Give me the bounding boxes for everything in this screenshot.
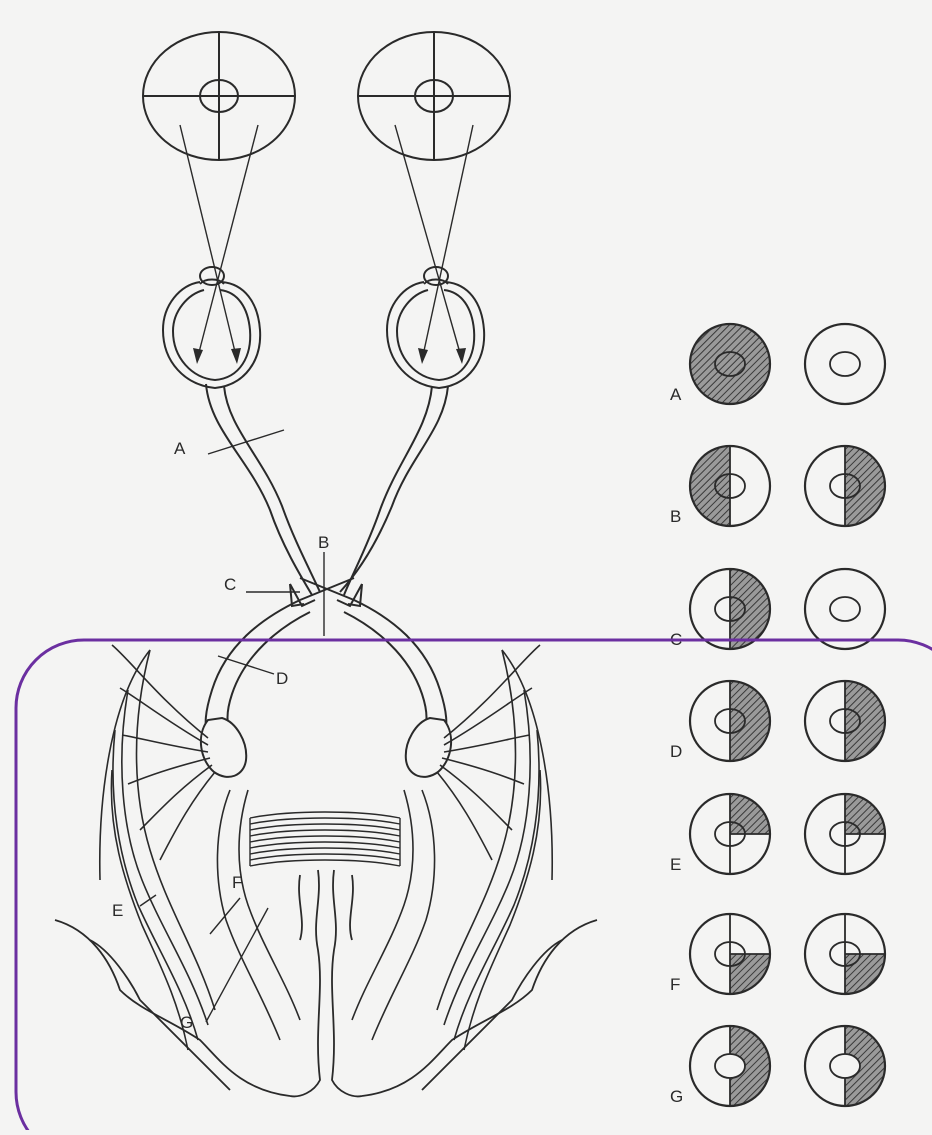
right-visual-field: [358, 32, 510, 160]
defect-row-label: D: [670, 742, 682, 761]
lateral-geniculate: [201, 718, 451, 777]
macula: [830, 1054, 860, 1078]
field-outline: [805, 324, 885, 404]
label-d: D: [276, 669, 288, 688]
highlight-frame: [16, 640, 932, 1130]
defect-shading: [730, 681, 770, 761]
defect-shading: [845, 446, 885, 526]
right-eye-field-a: [805, 324, 885, 404]
left-eye-field-b: [690, 446, 770, 526]
right-eye-field-d: [805, 681, 885, 761]
ray-arrowheads: [193, 348, 466, 364]
defect-shading: [730, 569, 770, 649]
right-eye-field-c: [805, 569, 885, 649]
corpus-callosum: [250, 812, 400, 866]
defect-row-label: F: [670, 975, 680, 994]
right-eye-field-g: [805, 1026, 885, 1106]
macula: [830, 597, 860, 621]
label-b: B: [318, 533, 329, 552]
left-eye-field-g: [690, 1026, 770, 1106]
label-f: F: [232, 873, 242, 892]
label-g: G: [180, 1013, 193, 1032]
macula: [715, 1054, 745, 1078]
eyeballs: [163, 267, 484, 388]
optic-nerves: [206, 384, 448, 738]
defect-row-label: A: [670, 385, 682, 404]
left-eye-field-a: [690, 324, 770, 404]
macula: [830, 352, 860, 376]
defect-row-label: B: [670, 507, 681, 526]
left-visual-field: [143, 32, 295, 160]
right-eye-field-e: [805, 794, 885, 874]
right-eye-field-f: [805, 914, 885, 994]
left-eye-field-e: [690, 794, 770, 874]
defect-row-label: G: [670, 1087, 683, 1106]
defect-shading: [845, 681, 885, 761]
defect-shading: [690, 446, 730, 526]
label-a: A: [174, 439, 186, 458]
occipital-cortex: [55, 870, 597, 1096]
left-eye-field-f: [690, 914, 770, 994]
left-eye-field-d: [690, 681, 770, 761]
defect-row-label: E: [670, 855, 681, 874]
label-c: C: [224, 575, 236, 594]
left-eyeball: [163, 267, 260, 388]
field-outline: [805, 569, 885, 649]
left-eye-field-c: [690, 569, 770, 649]
right-eyeball: [387, 267, 484, 388]
right-eye-field-b: [805, 446, 885, 526]
label-e: E: [112, 901, 123, 920]
visual-field-circles: [143, 32, 510, 160]
